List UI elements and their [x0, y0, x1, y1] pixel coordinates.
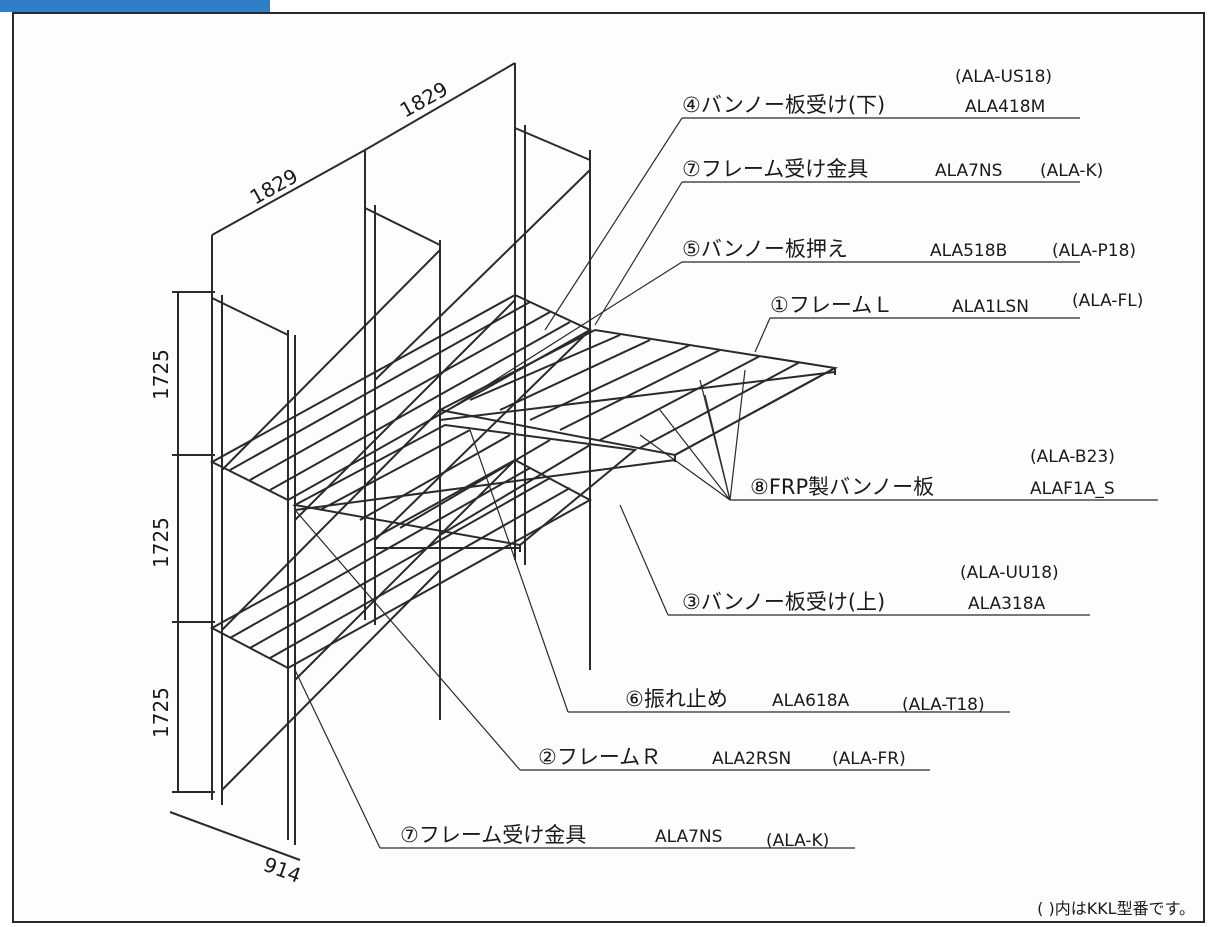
callout-6-code: ALA618A	[772, 691, 850, 711]
callout-4-name: ④バンノー板受け(下)	[682, 93, 885, 117]
callout-2-name: ②フレームＲ	[538, 745, 661, 769]
callout-1-kkl: (ALA-FL)	[1072, 291, 1143, 311]
callout-5-name: ⑤バンノー板押え	[682, 237, 848, 261]
callout-7a-kkl: (ALA-K)	[1040, 161, 1103, 181]
callout-7a-name: ⑦フレーム受け金具	[682, 157, 868, 181]
callout-6-name: ⑥振れ止め	[625, 687, 728, 711]
callout-5-kkl: (ALA-P18)	[1052, 241, 1136, 261]
dimension-width-1: 1829	[246, 164, 302, 210]
width-dimension-line-2	[364, 62, 516, 151]
kkl-footnote: ( )内はKKL型番です。	[1037, 899, 1195, 918]
callout-4-kkl: (ALA-US18)	[955, 67, 1052, 87]
diagram-frame	[12, 12, 1205, 923]
callout-7b-code: ALA7NS	[655, 827, 722, 847]
depth-dimension-line	[169, 811, 301, 861]
callout-4-code: ALA418M	[965, 97, 1045, 117]
callout-7b-name: ⑦フレーム受け金具	[400, 823, 586, 847]
callout-8-name: ⑧FRP製バンノー板	[750, 475, 934, 499]
callout-8-code: ALAF1A_S	[1030, 479, 1115, 499]
callout-2-code: ALA2RSN	[712, 749, 791, 769]
callout-7a-code: ALA7NS	[935, 161, 1002, 181]
callout-1-code: ALA1LSN	[952, 297, 1029, 317]
cantilever-deck-upper	[436, 328, 839, 457]
callout-5-code: ALA518B	[930, 241, 1007, 261]
callout-3-code: ALA318A	[968, 594, 1046, 614]
callout-8-kkl: (ALA-B23)	[1030, 447, 1115, 467]
header-tab	[0, 0, 270, 12]
callout-3-name: ③バンノー板受け(上)	[682, 590, 885, 614]
dimension-height-3: 1725	[149, 687, 173, 738]
dimension-height-2: 1725	[149, 517, 173, 568]
callout-2-kkl: (ALA-FR)	[832, 749, 906, 769]
callout-3-kkl: (ALA-UU18)	[960, 563, 1059, 583]
callout-6-kkl: (ALA-T18)	[902, 695, 985, 715]
callout-1-name: ①フレームＬ	[770, 293, 893, 317]
dimension-depth: 914	[260, 852, 304, 888]
dimension-height-1: 1725	[149, 349, 173, 400]
callout-7b-kkl: (ALA-K)	[766, 831, 829, 851]
width-dimension-line-1	[211, 149, 366, 236]
